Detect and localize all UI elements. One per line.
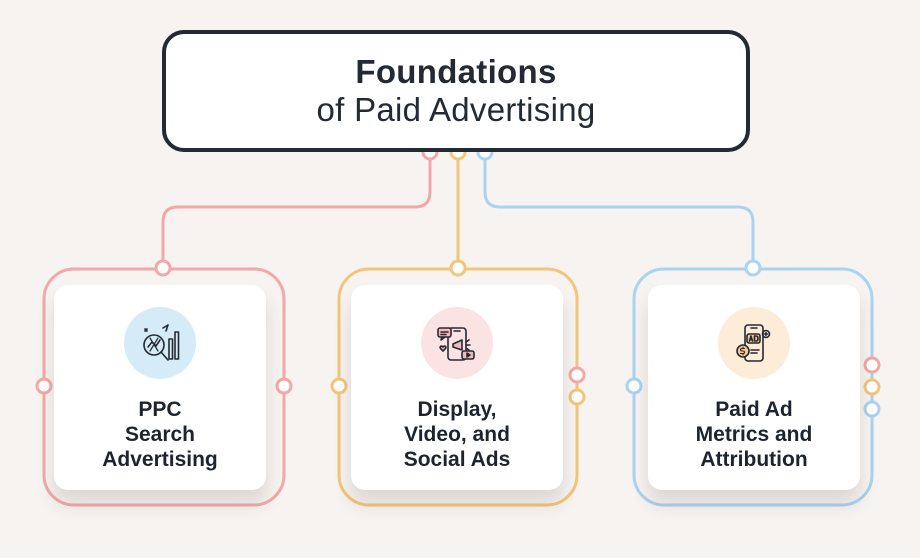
node-blue-left (625, 377, 643, 395)
card-metrics-attribution: Paid Ad Metrics and Attribution (648, 285, 860, 490)
node-yellow-left (330, 377, 348, 395)
node-pink-frame-top (154, 259, 172, 277)
card-label-line: Display, (417, 398, 497, 421)
ad-metrics-phone-icon (736, 324, 771, 362)
title-sub: of Paid Advertising (316, 91, 596, 128)
social-media-phone-icon (437, 327, 475, 361)
card-ppc-search: PPC Search Advertising (54, 285, 266, 490)
icon-circle (718, 307, 790, 379)
card-label-line: Video, and (404, 423, 510, 446)
node-pink-right (275, 377, 293, 395)
title-main: Foundations (355, 53, 557, 90)
node-yellow-side-2 (568, 388, 586, 406)
card-label-line: Advertising (102, 448, 218, 471)
connector-pink (161, 160, 432, 260)
node-blue-frame-top (744, 259, 762, 277)
connector-blue (483, 160, 755, 260)
node-yellow-side-3 (863, 378, 881, 396)
card-label-line: Search (124, 423, 196, 446)
node-pink-side-3 (863, 356, 881, 374)
icon-circle (421, 307, 493, 379)
card-label: PPC Search Advertising (60, 397, 260, 472)
card-label: Paid Ad Metrics and Attribution (654, 397, 854, 472)
search-analytics-icon (143, 324, 180, 361)
title-box: Foundations of Paid Advertising (162, 30, 750, 152)
node-yellow-frame-top (449, 259, 467, 277)
node-blue-side-3 (863, 400, 881, 418)
card-label: Display, Video, and Social Ads (357, 397, 557, 472)
node-pink-side-2 (568, 366, 586, 384)
card-label-line: Paid Ad (715, 398, 793, 421)
icon-circle (124, 307, 196, 379)
card-label-line: Social Ads (403, 448, 511, 471)
card-label-line: Metrics and (695, 423, 813, 446)
card-display-video-social: Display, Video, and Social Ads (351, 285, 563, 490)
card-label-line: Attribution (700, 448, 808, 471)
node-pink-left (35, 377, 53, 395)
card-label-line: PPC (138, 398, 182, 421)
